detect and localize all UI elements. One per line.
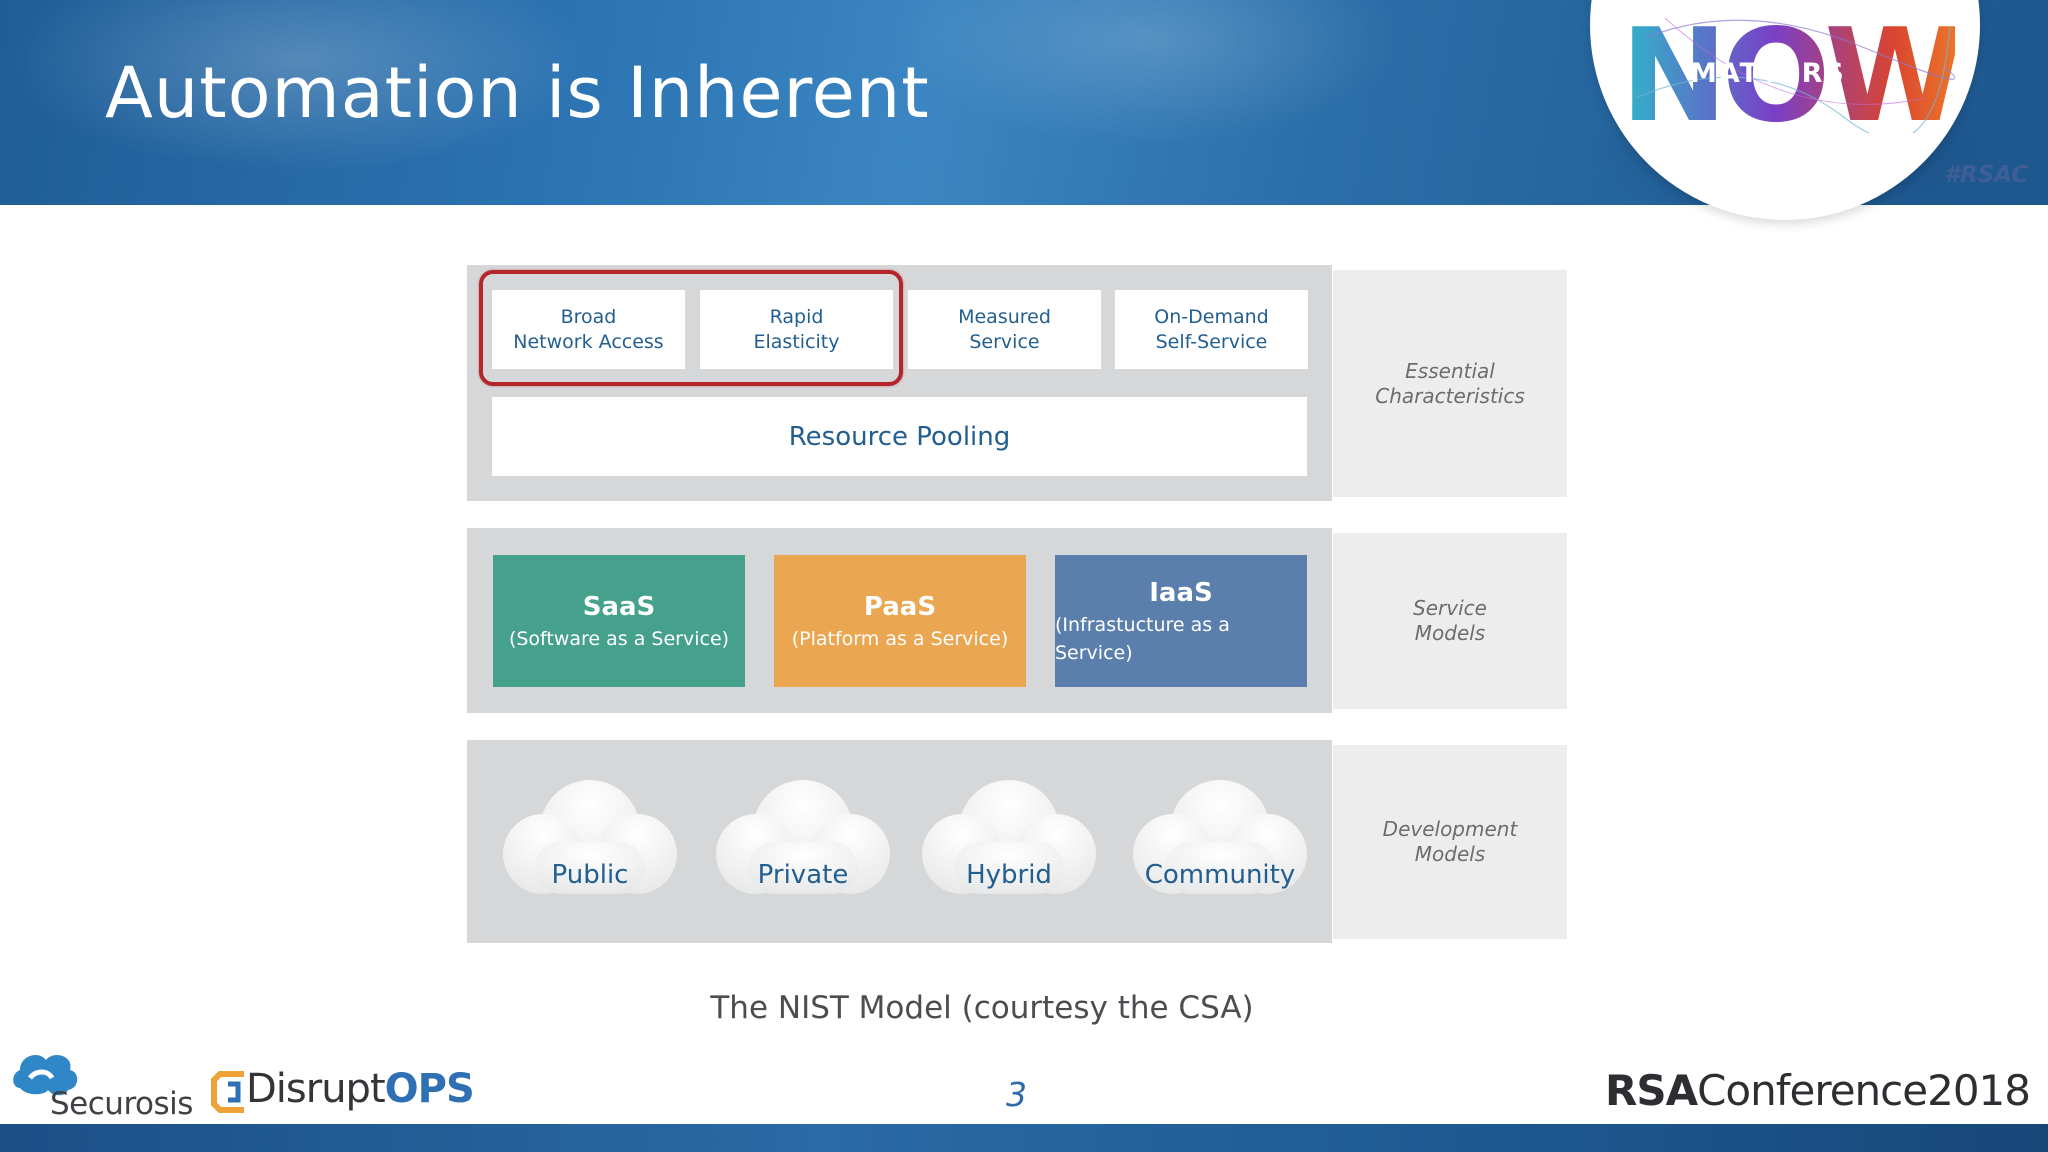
securosis-logo-text: Securosis [50, 1086, 193, 1122]
paas-box: PaaS (Platform as a Service) [774, 555, 1026, 687]
iaas-box: IaaS (Infrastucture as a Service) [1055, 555, 1307, 687]
measured-service-box: Measured Service [908, 290, 1101, 369]
cloud-icon [503, 780, 677, 894]
disruptops-prefix: Disrupt [246, 1066, 386, 1112]
service-models-label: Service Models [1413, 596, 1487, 645]
disruptops-suffix: OPS [384, 1066, 475, 1112]
cloud-public-label: Public [551, 860, 629, 890]
now-logo-icon: NOW [1625, 8, 1955, 133]
on-demand-self-service-box: On-Demand Self-Service [1115, 290, 1308, 369]
iaas-name: IaaS [1149, 578, 1213, 608]
disruptops-logo-text: DisruptOPS [246, 1066, 475, 1112]
badge-overlay-text: MATTERS [1690, 58, 1846, 89]
saas-name: SaaS [582, 592, 656, 622]
cloud-icon [716, 780, 890, 894]
cloud-icon [922, 780, 1096, 894]
deployment-models-label: Development Models [1382, 817, 1518, 866]
rsa-logo-suffix: Conference2018 [1697, 1066, 2031, 1115]
cloud-hybrid-label: Hybrid [966, 860, 1052, 890]
slide-title: Automation is Inherent [105, 52, 930, 134]
saas-desc: (Software as a Service) [508, 628, 730, 650]
disruptops-bracket-icon [211, 1071, 244, 1113]
paas-name: PaaS [863, 592, 937, 622]
cloud-community: Community [1125, 772, 1315, 902]
paas-desc: (Platform as a Service) [791, 628, 1009, 650]
rsac-hashtag: #RSAC [1944, 162, 2029, 188]
cloud-private-label: Private [757, 860, 849, 890]
rapid-elasticity-box: Rapid Elasticity [700, 290, 893, 369]
iaas-desc: (Infrastucture as a Service) [1055, 614, 1230, 664]
essential-characteristics-side: Essential Characteristics [1333, 270, 1567, 497]
page-number: 3 [1006, 1075, 1027, 1114]
deployment-models-side: Development Models [1333, 745, 1567, 939]
cloud-private: Private [708, 772, 898, 902]
saas-box: SaaS (Software as a Service) [493, 555, 745, 687]
highlight-outline [479, 270, 903, 386]
badge-word: NOW [1625, 8, 1955, 133]
cloud-hybrid: Hybrid [914, 772, 1104, 902]
cloud-community-label: Community [1144, 860, 1296, 890]
cloud-public: Public [495, 772, 685, 902]
securosis-cloud-icon [13, 1055, 78, 1096]
rsa-conference-logo: RSAConference2018 [1605, 1066, 2031, 1115]
service-models-side: Service Models [1333, 533, 1567, 709]
cloud-icon [1133, 780, 1307, 894]
diagram-caption: The NIST Model (courtesy the CSA) [710, 990, 1254, 1026]
rsa-logo-prefix: RSA [1605, 1066, 1698, 1115]
resource-pooling-box: Resource Pooling [492, 397, 1307, 476]
broad-network-access-box: Broad Network Access [492, 290, 685, 369]
essential-characteristics-label: Essential Characteristics [1375, 358, 1525, 408]
footer-strip [0, 1124, 2048, 1152]
